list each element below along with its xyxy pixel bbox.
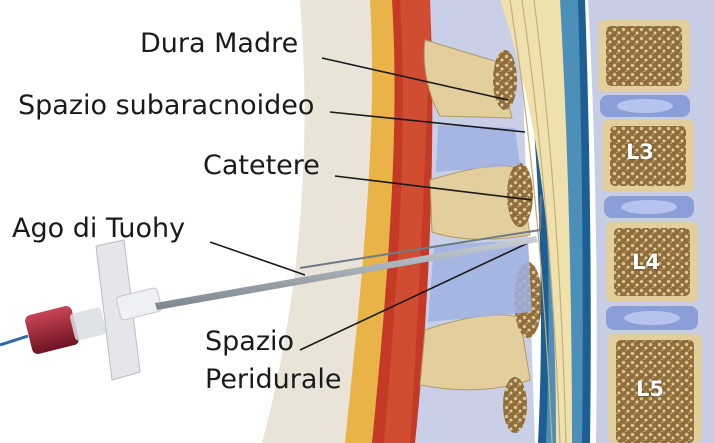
label-l4: L4 — [632, 250, 660, 274]
label-peridurale: Peridurale — [205, 364, 342, 396]
syringe-cap — [24, 305, 80, 355]
label-dura-madre: Dura Madre — [140, 28, 298, 60]
label-spazio-subaracnoideo: Spazio subaracnoideo — [18, 90, 314, 122]
pointer-needle — [210, 242, 305, 275]
label-l5: L5 — [636, 377, 664, 401]
label-ago-di-tuohy: Ago di Tuohy — [12, 213, 185, 245]
label-catetere: Catetere — [203, 150, 320, 182]
label-spazio: Spazio — [205, 326, 294, 358]
label-l3: L3 — [626, 140, 654, 164]
